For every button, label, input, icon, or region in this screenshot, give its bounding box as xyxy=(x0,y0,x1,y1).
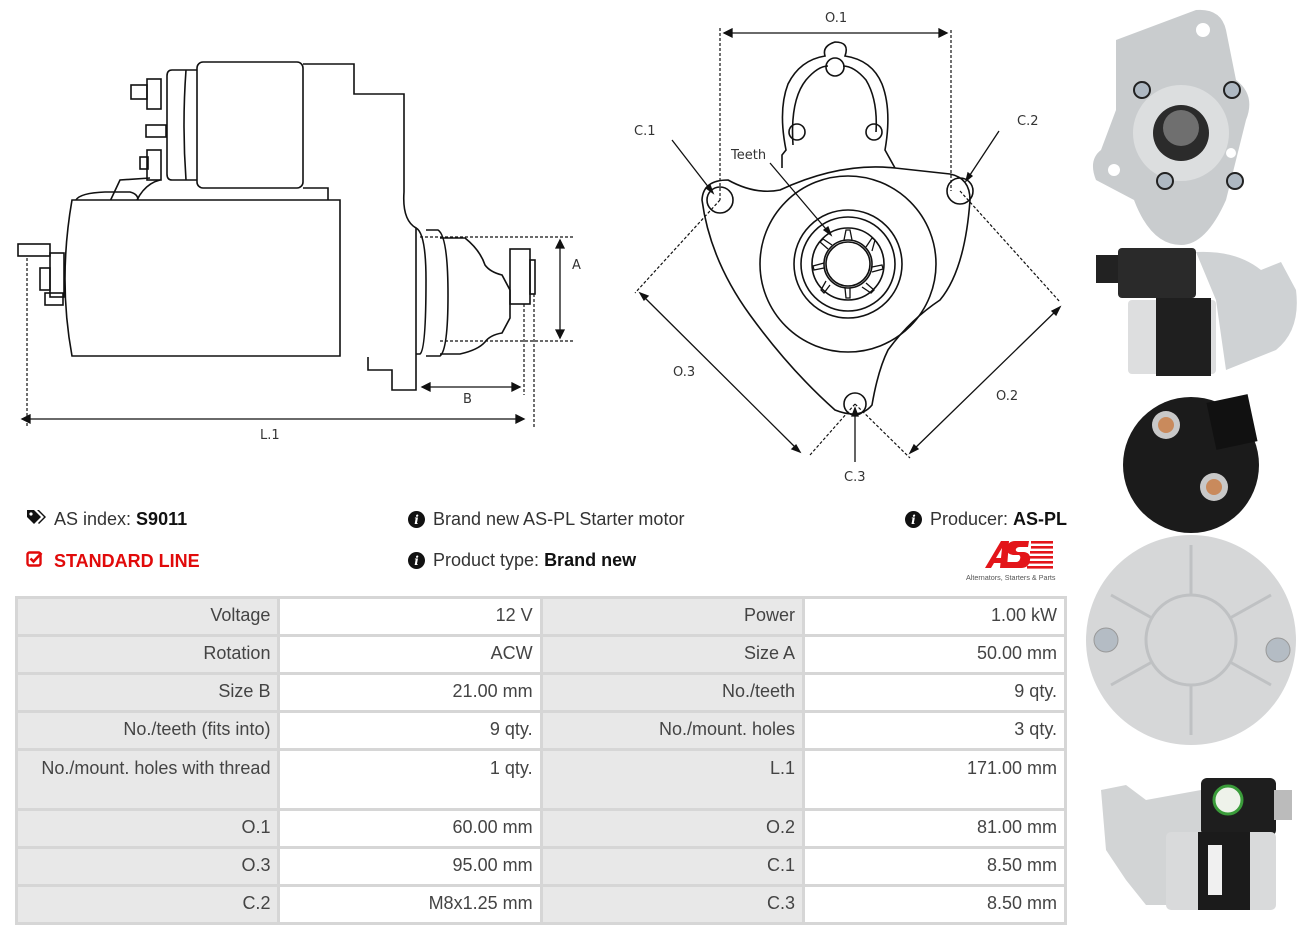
spec-key: Size A xyxy=(539,634,806,675)
dimension-label-c2: C.2 xyxy=(1017,114,1038,129)
flange-outline xyxy=(701,166,971,415)
logo-tagline: Alternators, Starters & Parts xyxy=(966,573,1056,582)
photo-side-view xyxy=(1096,248,1297,376)
side-view-drawing: A B L.1 xyxy=(17,61,581,443)
spec-key: Rotation xyxy=(14,634,281,675)
spec-key: Voltage xyxy=(14,596,281,637)
photo-other-side xyxy=(1101,778,1292,910)
dimension-label-c1: C.1 xyxy=(634,124,655,139)
info-circle-icon: i xyxy=(408,552,425,569)
pinion-teeth xyxy=(812,229,884,299)
dimension-label-o2: O.2 xyxy=(996,389,1018,404)
spec-value: 9 qty. xyxy=(802,672,1067,713)
spec-value: 95.00 mm xyxy=(277,846,543,887)
spec-value: M8x1.25 mm xyxy=(277,884,543,925)
info-circle-icon: i xyxy=(408,511,425,528)
spec-value: 1.00 kW xyxy=(802,596,1067,637)
dimension-label-c3: C.3 xyxy=(844,470,865,485)
spec-key: No./mount. holes with thread xyxy=(14,748,281,811)
spec-key: O.2 xyxy=(539,808,806,849)
producer-value: AS-PL xyxy=(1013,509,1067,529)
spec-key: O.1 xyxy=(14,808,281,849)
as-index: AS index: S9011 xyxy=(26,509,187,530)
product-type: i Product type: Brand new xyxy=(408,550,636,571)
standard-line-label: STANDARD LINE xyxy=(54,550,200,571)
dimension-label-o1: O.1 xyxy=(825,11,847,26)
spec-key: No./mount. holes xyxy=(539,710,806,751)
spec-value: 1 qty. xyxy=(277,748,543,811)
solenoid-body xyxy=(196,61,304,189)
spec-key: No./teeth (fits into) xyxy=(14,710,281,751)
spec-value: 8.50 mm xyxy=(802,846,1067,887)
product-type-value: Brand new xyxy=(544,550,637,570)
dimension-label-o3: O.3 xyxy=(673,365,695,380)
spec-value: 9 qty. xyxy=(277,710,543,751)
tags-icon xyxy=(26,509,46,530)
standard-line-badge: STANDARD LINE xyxy=(26,550,200,572)
motor-body xyxy=(64,199,341,357)
check-square-icon xyxy=(26,550,44,572)
product-description: i Brand new AS-PL Starter motor xyxy=(408,509,684,530)
product-type-label: Product type: xyxy=(433,550,540,570)
spec-key: Size B xyxy=(14,672,281,713)
spec-key: C.3 xyxy=(539,884,806,925)
spec-value: 50.00 mm xyxy=(802,634,1067,675)
spec-value: 12 V xyxy=(277,596,543,637)
info-circle-icon: i xyxy=(904,511,922,528)
spec-value: 60.00 mm xyxy=(277,808,543,849)
as-index-label: AS index: xyxy=(54,509,132,529)
spec-value: ACW xyxy=(277,634,543,675)
description-text: Brand new AS-PL Starter motor xyxy=(433,509,685,529)
producer: i Producer: AS-PL xyxy=(904,509,1067,530)
spec-value: 3 qty. xyxy=(802,710,1067,751)
spec-value: 21.00 mm xyxy=(277,672,543,713)
spec-row: No./teeth (fits into)9 qty.No./mount. ho… xyxy=(14,710,1067,751)
producer-label: Producer: xyxy=(929,509,1008,529)
spec-key: C.2 xyxy=(14,884,281,925)
spec-key: O.3 xyxy=(14,846,281,887)
spec-value: 81.00 mm xyxy=(802,808,1067,849)
photo-rear-view xyxy=(1086,394,1296,745)
as-pl-logo: Alternators, Starters & Parts xyxy=(963,538,1069,584)
dimension-label-teeth: Teeth xyxy=(730,148,766,163)
spec-value: 171.00 mm xyxy=(802,748,1067,811)
spec-key: C.1 xyxy=(539,846,806,887)
as-index-value: S9011 xyxy=(136,509,188,529)
spec-key: No./teeth xyxy=(539,672,806,713)
spec-key: Power xyxy=(539,596,806,637)
spec-key: L.1 xyxy=(539,748,806,811)
product-photos xyxy=(1086,9,1297,910)
photo-front-face xyxy=(1092,9,1250,246)
spec-value: 8.50 mm xyxy=(802,884,1067,925)
dimension-label-l1: L.1 xyxy=(260,428,280,443)
dimension-label-a: A xyxy=(572,258,581,273)
front-view-drawing: O.1 C.1 C.2 Teeth O.3 O.2 C.3 xyxy=(634,11,1062,485)
dimension-label-b: B xyxy=(463,392,472,407)
